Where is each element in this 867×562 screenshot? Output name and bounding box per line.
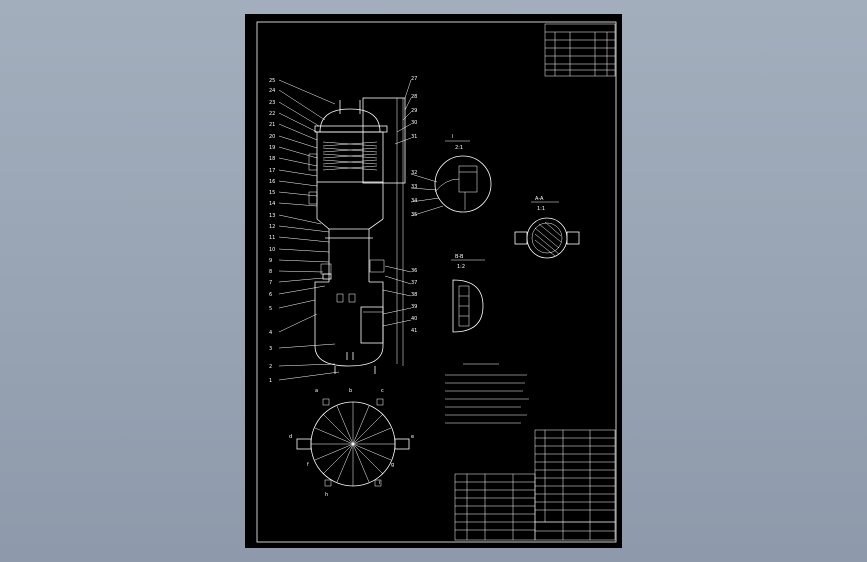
callout-32: 32 <box>411 170 417 176</box>
callout-3: 3 <box>269 346 272 352</box>
detail-i: I 2:1 <box>410 134 492 217</box>
callout-9: 9 <box>269 258 272 264</box>
nozzle-a: a <box>315 388 318 394</box>
callout-6: 6 <box>269 292 272 298</box>
title-block <box>534 521 616 541</box>
callout-30: 30 <box>411 120 417 126</box>
callout-41: 41 <box>411 328 417 334</box>
callout-27: 27 <box>411 76 417 82</box>
callout-37: 37 <box>411 280 417 286</box>
callout-25: 25 <box>269 78 275 84</box>
callout-13: 13 <box>269 213 275 219</box>
callout-18: 18 <box>269 156 275 162</box>
nozzle-g: g <box>391 462 394 468</box>
callout-16: 16 <box>269 179 275 185</box>
callout-1: 1 <box>269 378 272 384</box>
nozzle-c: c <box>381 388 384 394</box>
drawing-canvas: 25 24 23 22 21 20 19 18 17 16 15 14 13 1… <box>256 21 617 543</box>
callout-28: 28 <box>411 94 417 100</box>
section-a-scale: 1:1 <box>537 206 545 212</box>
callout-8: 8 <box>269 269 272 275</box>
callout-40: 40 <box>411 316 417 322</box>
nozzle-f: f <box>307 462 309 468</box>
section-b-label: B-B <box>455 254 464 260</box>
callout-15: 15 <box>269 190 275 196</box>
callout-22: 22 <box>269 111 275 117</box>
callout-36: 36 <box>411 268 417 274</box>
nozzle-e: e <box>411 434 414 440</box>
section-b-b: B-B 1:2 <box>451 254 485 333</box>
technical-requirements <box>445 363 529 424</box>
nozzle-table <box>544 23 616 77</box>
callout-14: 14 <box>269 201 275 207</box>
callout-10: 10 <box>269 247 275 253</box>
detail-i-scale: 2:1 <box>455 145 463 151</box>
callout-leaders-right <box>382 79 412 327</box>
callouts-left: 25 24 23 22 21 20 19 18 17 16 15 14 13 1… <box>269 78 275 384</box>
callout-24: 24 <box>269 88 275 94</box>
callouts-right: 27 28 29 30 31 32 33 34 35 36 37 38 39 4… <box>411 76 417 334</box>
callout-2: 2 <box>269 364 272 370</box>
callout-7: 7 <box>269 280 272 286</box>
section-a-a: A-A 1:1 <box>514 196 580 259</box>
callout-leaders-left <box>278 79 340 381</box>
callout-20: 20 <box>269 134 275 140</box>
nozzle-d: d <box>289 434 292 440</box>
plan-view: a b c d e f g h i <box>289 388 414 498</box>
callout-23: 23 <box>269 100 275 106</box>
section-b-scale: 1:2 <box>457 264 465 270</box>
sheet-frame <box>256 21 617 543</box>
callout-12: 12 <box>269 224 275 230</box>
section-a-label: A-A <box>535 196 544 202</box>
callout-4: 4 <box>269 330 272 336</box>
detail-i-label: I <box>452 134 453 140</box>
parts-list <box>454 429 616 541</box>
callout-39: 39 <box>411 304 417 310</box>
nozzle-h: h <box>325 492 328 498</box>
nozzle-b: b <box>349 388 352 394</box>
callout-31: 31 <box>411 134 417 140</box>
callout-11: 11 <box>269 235 275 241</box>
callout-17: 17 <box>269 168 275 174</box>
callout-5: 5 <box>269 306 272 312</box>
callout-33: 33 <box>411 184 417 190</box>
callout-29: 29 <box>411 108 417 114</box>
drawing-sheet: 25 24 23 22 21 20 19 18 17 16 15 14 13 1… <box>245 14 622 548</box>
callout-21: 21 <box>269 122 275 128</box>
vessel-elevation <box>308 97 406 374</box>
nozzle-i: i <box>379 480 380 486</box>
callout-38: 38 <box>411 292 417 298</box>
callout-19: 19 <box>269 145 275 151</box>
callout-34: 34 <box>411 198 417 204</box>
